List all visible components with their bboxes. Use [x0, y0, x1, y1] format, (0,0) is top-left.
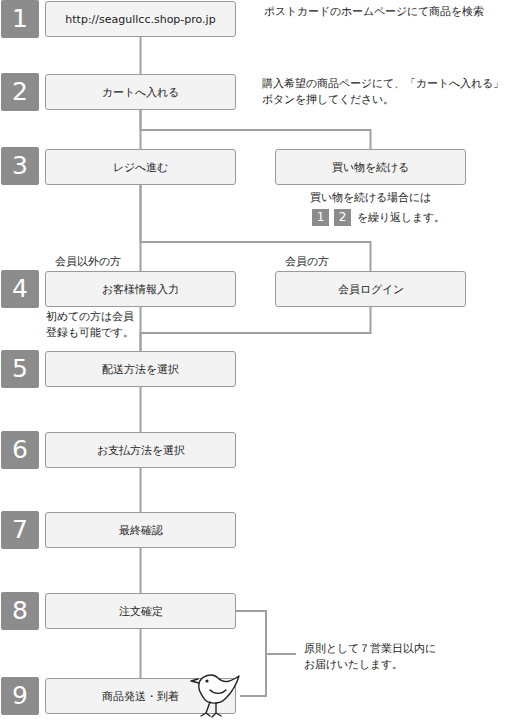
bracket-line [236, 611, 296, 696]
box-text: カートへ入れる [102, 85, 179, 100]
box-text: 買い物を続ける [332, 160, 409, 175]
branch-label: 会員の方 [285, 254, 385, 270]
process-box: 配送方法を選択 [45, 351, 236, 387]
process-box: お客様情報入力 [45, 271, 236, 307]
step-number: 8 [1, 592, 39, 630]
flow-connector [140, 387, 142, 432]
process-box: 注文確定 [45, 593, 236, 629]
note-text: 原則として７営業日以内に お届けいたします。 [304, 641, 474, 673]
flow-connector [140, 37, 142, 74]
note-text: 購入希望の商品ページにて、「カートへ入れる」 ボタンを押してください。 [262, 76, 515, 108]
step-number: 1 [1, 0, 39, 38]
step-number: 5 [1, 350, 39, 388]
box-text: http://seagullcc.shop-pro.jp [65, 13, 215, 26]
step-number: 9 [1, 677, 39, 715]
bird-beak [191, 679, 199, 683]
box-text: お客様情報入力 [102, 282, 179, 297]
process-box: 商品発送・到着 [45, 678, 236, 714]
branch-label: 会員以外の方 [55, 254, 155, 270]
box-text: レジへ進む [113, 160, 168, 175]
bird-body [199, 675, 239, 703]
step-number: 7 [1, 511, 39, 549]
flow-connector [140, 629, 142, 678]
bird-wing [210, 690, 226, 693]
process-box: 会員ログイン [275, 271, 466, 307]
flow-connector [140, 468, 142, 512]
mini-number: 2 [334, 209, 351, 226]
step-number: 3 [1, 147, 39, 185]
box-text: 会員ログイン [338, 282, 404, 297]
step-number: 2 [1, 73, 39, 111]
process-box: レジへ進む [45, 149, 236, 185]
note-text: を繰り返します。 [357, 210, 477, 226]
process-box: お支払方法を選択 [45, 432, 236, 468]
box-text: 注文確定 [119, 604, 163, 619]
box-text: お支払方法を選択 [97, 443, 185, 458]
process-box: カートへ入れる [45, 74, 236, 110]
flow-connector [141, 307, 371, 351]
step-number: 6 [1, 431, 39, 469]
bird-legs [201, 702, 221, 717]
note-text: ポストカードのホームページにて商品を検索 [264, 4, 514, 20]
box-text: 最終確認 [119, 523, 163, 538]
process-box: 買い物を続ける [275, 149, 466, 185]
box-text: 配送方法を選択 [102, 362, 179, 377]
step-number: 4 [1, 270, 39, 308]
note-text: 買い物を続ける場合には [310, 190, 470, 206]
box-text: 商品発送・到着 [102, 689, 179, 704]
process-box: 最終確認 [45, 512, 236, 548]
flow-connector [141, 110, 371, 149]
process-box: http://seagullcc.shop-pro.jp [45, 1, 236, 37]
note-text: 初めての方は会員 登録も可能です。 [46, 309, 146, 341]
bird-eye [205, 679, 208, 682]
mini-number: 1 [312, 209, 329, 226]
flow-connector [140, 548, 142, 593]
